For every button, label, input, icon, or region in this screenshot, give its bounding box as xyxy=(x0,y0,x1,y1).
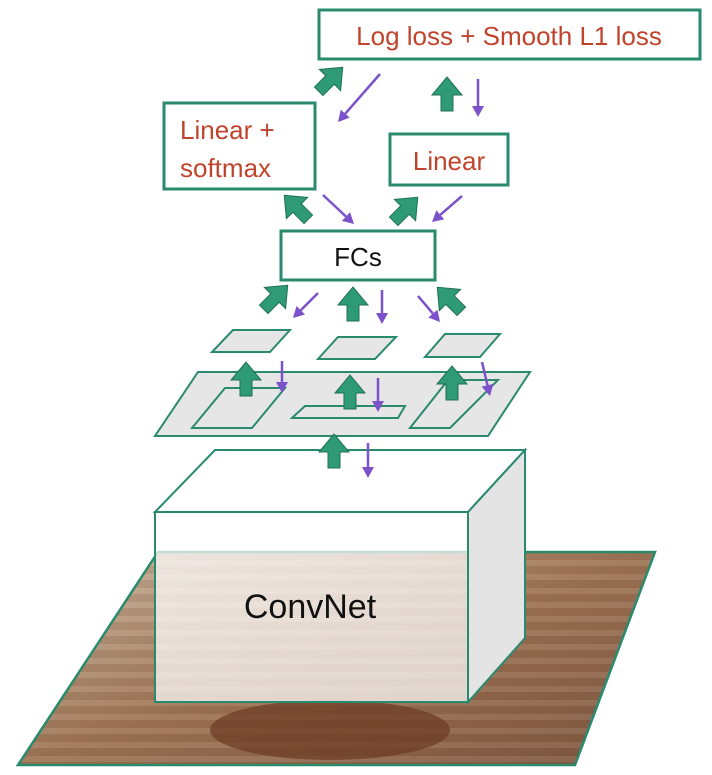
backward-arrow-8 xyxy=(322,194,354,224)
backward-arrow-7 xyxy=(417,295,440,322)
fc-label: FCs xyxy=(334,242,382,272)
forward-arrow-8 xyxy=(283,194,314,225)
forward-arrow-11 xyxy=(430,76,464,112)
roi-region-3 xyxy=(407,379,501,429)
roi-pool-feature-2 xyxy=(315,336,399,360)
convnet-block: ConvNet xyxy=(152,447,528,705)
backward-arrow-3 xyxy=(372,378,384,412)
classifier-label-line2: softmax xyxy=(180,153,271,183)
convnet-label: ConvNet xyxy=(244,588,377,626)
roi-region-2 xyxy=(289,405,407,419)
backward-arrow-1 xyxy=(362,443,374,478)
roi-pool-feature-1 xyxy=(209,329,293,353)
forward-arrow-9 xyxy=(388,196,419,227)
backward-arrow-9 xyxy=(432,195,463,222)
forward-arrow-5 xyxy=(258,284,289,315)
forward-arrows xyxy=(229,66,469,469)
roi-pool-feature-3 xyxy=(422,333,503,358)
forward-arrow-10 xyxy=(313,66,344,97)
backward-arrow-6 xyxy=(376,290,388,324)
loss-label: Log loss + Smooth L1 loss xyxy=(356,21,662,51)
classifier-box: Linear + softmax xyxy=(162,101,317,191)
forward-arrow-4 xyxy=(435,365,469,401)
forward-arrow-6 xyxy=(336,286,370,322)
backward-arrow-5 xyxy=(293,292,319,318)
bbox-regressor-label: Linear xyxy=(413,146,486,176)
roi-region-1 xyxy=(189,387,288,429)
classifier-label-line1: Linear + xyxy=(180,115,275,145)
backward-arrow-4 xyxy=(480,361,494,396)
bbox-regressor-box: Linear xyxy=(388,132,510,187)
forward-arrow-3 xyxy=(333,374,367,410)
feature-map xyxy=(153,371,532,437)
backward-arrows xyxy=(276,73,494,478)
forward-arrow-7 xyxy=(436,286,467,317)
backward-arrow-2 xyxy=(276,361,288,393)
loss-box: Log loss + Smooth L1 loss xyxy=(317,8,702,61)
backward-arrow-11 xyxy=(472,79,484,117)
forward-arrow-1 xyxy=(317,433,351,469)
fc-layers-box: FCs xyxy=(279,229,437,282)
backward-arrow-10 xyxy=(338,73,381,122)
forward-arrow-2 xyxy=(229,361,263,397)
